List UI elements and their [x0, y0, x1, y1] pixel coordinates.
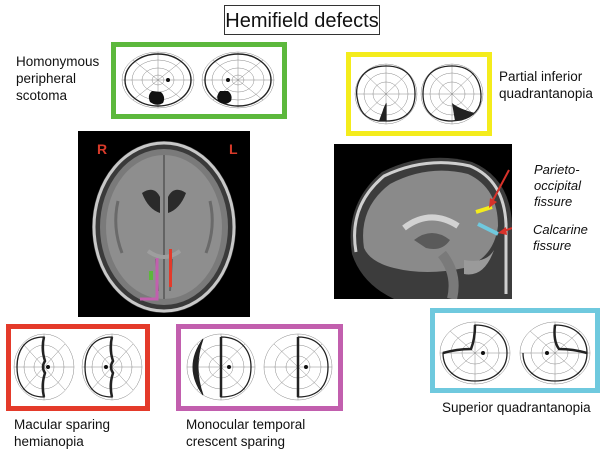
visual-field-superior-quadrantanopia	[430, 308, 600, 393]
caption-macular-sparing-hemianopia: Macular sparing hemianopia	[14, 417, 111, 449]
label-left-side: L	[229, 141, 238, 157]
visual-field-homonymous-scotoma	[111, 42, 287, 119]
temporal-crescent	[192, 338, 204, 396]
caption-partial-inferior-quadrantanopia: Partial inferior quadrantanopia	[499, 69, 593, 101]
caption-homonymous-peripheral-scotoma: Homonymous peripheral scotoma	[16, 54, 100, 103]
left-eye-field	[354, 63, 418, 125]
caption-monocular-temporal-crescent-sparing: Monocular temporal crescent sparing	[186, 417, 306, 449]
visual-field-monocular-temporal-crescent-sparing	[176, 324, 343, 411]
left-superior-defect-edge	[442, 324, 477, 355]
right-scotoma	[217, 91, 232, 104]
page-title: Hemifield defects	[224, 5, 380, 35]
green-lesion-marker	[149, 271, 153, 280]
red-lesion-marker	[169, 249, 172, 287]
right-inferior-defect	[452, 103, 475, 121]
right-macular-sparing-edge	[109, 336, 115, 398]
left-eye-outline	[124, 53, 192, 107]
sagittal-mri-image	[334, 144, 512, 299]
visual-field-macular-sparing-hemianopia	[6, 324, 150, 411]
calcarine-fissure-marker	[477, 222, 499, 236]
left-inferior-defect	[379, 103, 386, 121]
label-right-side: R	[97, 141, 108, 157]
right-eye-field	[201, 51, 275, 109]
annotation-calcarine-fissure: Calcarine fissure	[533, 222, 588, 253]
parieto-occipital-fissure-marker	[475, 205, 493, 214]
left-eye-outline	[220, 336, 252, 398]
annotation-parieto-occipital-fissure: Parieto- occipital fissure	[534, 162, 581, 209]
left-scotoma	[148, 91, 165, 105]
right-superior-defect-edge	[553, 324, 588, 355]
left-eye-outline	[355, 65, 387, 122]
caption-superior-quadrantanopia: Superior quadrantanopia	[442, 400, 591, 415]
right-eye-outline	[297, 336, 329, 398]
visual-field-partial-inferior-quadrantanopia	[346, 52, 492, 136]
right-eye-outline	[204, 53, 272, 107]
axial-mri-image: R L	[78, 131, 250, 317]
parieto-occipital-arrow	[491, 169, 510, 203]
right-eye-field	[420, 63, 484, 125]
magenta-lesion-marker	[140, 258, 159, 301]
left-macular-sparing-edge	[41, 336, 47, 398]
